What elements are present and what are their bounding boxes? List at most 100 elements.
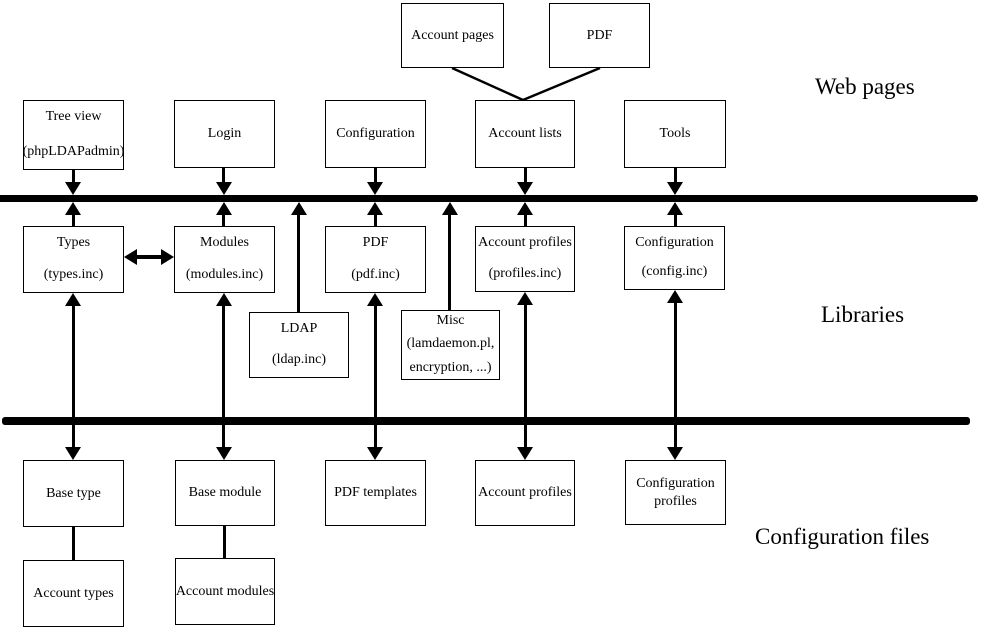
arrowhead-right: [161, 249, 174, 265]
box-account-modules: Account modules: [175, 558, 275, 625]
section-label-configuration-files: Configuration files: [755, 524, 930, 549]
connector-line: [72, 170, 75, 183]
box-label: Types: [56, 235, 91, 250]
box-account-pages: Account pages: [401, 3, 504, 68]
arrowhead-up: [291, 202, 307, 215]
box-label: Configuration: [635, 235, 714, 250]
arrowhead-down: [667, 447, 683, 460]
connector-line: [222, 168, 225, 183]
connector-line: [374, 168, 377, 183]
arrowhead-down: [517, 447, 533, 460]
box-account-lists: Account lists: [475, 100, 575, 168]
connector-line: [524, 168, 527, 183]
box-sublabel: (phpLDAPadmin): [22, 143, 125, 159]
connector-line: [134, 255, 164, 259]
connector-line: [222, 425, 225, 448]
connector-line: [374, 304, 377, 417]
box-pdf-page: PDF: [549, 3, 650, 68]
connector-line: [674, 168, 677, 183]
connector-line: [674, 213, 677, 226]
box-label: Account lists: [488, 126, 562, 142]
box-types-lib: Types (types.inc): [23, 226, 124, 293]
arrowhead-down: [65, 182, 81, 195]
arrowhead-down: [216, 182, 232, 195]
box-sublabel: (types.inc): [43, 266, 104, 282]
bus-web-libraries: [0, 195, 978, 202]
connector-line: [222, 304, 225, 417]
box-label: PDF templates: [334, 485, 417, 501]
box-configuration-lib: Configuration (config.inc): [624, 226, 725, 290]
arrowhead-up: [65, 202, 81, 215]
box-sublabel: encryption, ...): [409, 359, 492, 375]
section-label-web-pages: Web pages: [815, 74, 915, 99]
box-login: Login: [174, 100, 275, 168]
connector-line: [374, 425, 377, 448]
connector-line: [674, 425, 677, 448]
arrowhead-up: [667, 202, 683, 215]
box-label: Account pages: [411, 27, 494, 43]
box-tools: Tools: [624, 100, 726, 168]
arrowhead-down: [65, 447, 81, 460]
box-account-types: Account types: [23, 560, 124, 627]
line-accountpages-accountlists: [451, 66, 524, 102]
box-label: PDF: [362, 235, 389, 250]
box-sublabel: profiles: [654, 493, 697, 509]
box-tree-view: Tree view (phpLDAPadmin): [23, 100, 124, 170]
arrowhead-up: [517, 202, 533, 215]
box-label: Modules: [200, 235, 249, 250]
line-pdf-accountlists: [522, 66, 601, 102]
arrowhead-down: [216, 447, 232, 460]
box-label: Account profiles: [478, 235, 572, 250]
connector-line: [72, 304, 75, 417]
box-label: Configuration: [636, 476, 715, 491]
box-label: PDF: [586, 27, 613, 43]
arrowhead-down: [517, 182, 533, 195]
box-label: Tools: [659, 126, 691, 142]
bus-libraries-config: [2, 417, 970, 425]
arrowhead-down: [667, 182, 683, 195]
box-sublabel: (pdf.inc): [351, 266, 400, 282]
box-sublabel: (profiles.inc): [488, 265, 562, 281]
arrowhead-up: [667, 290, 683, 303]
arrowhead-up: [442, 202, 458, 215]
box-pdf-lib: PDF (pdf.inc): [325, 226, 426, 293]
box-label: Account profiles: [478, 485, 572, 501]
box-label: Login: [207, 126, 242, 142]
arrowhead-left: [124, 249, 137, 265]
box-account-profiles-files: Account profiles: [475, 460, 575, 526]
box-sublabel: (modules.inc): [185, 266, 264, 282]
connector-line: [524, 425, 527, 448]
connector-line: [674, 301, 677, 417]
box-configuration-profiles: Configuration profiles: [625, 460, 726, 525]
box-label: Base module: [188, 485, 262, 501]
arrowhead-down: [367, 447, 383, 460]
box-base-type: Base type: [23, 460, 124, 527]
connector-line: [297, 213, 300, 312]
arrowhead-down: [367, 182, 383, 195]
connector-line: [524, 303, 527, 417]
connector-line: [448, 213, 451, 310]
connector-line: [72, 213, 75, 226]
arrowhead-up: [367, 293, 383, 306]
box-account-profiles-lib: Account profiles (profiles.inc): [475, 226, 575, 292]
box-sublabel: (config.inc): [641, 263, 708, 279]
box-label: Base type: [46, 485, 101, 501]
box-label: Account modules: [175, 583, 275, 599]
box-pdf-templates: PDF templates: [325, 460, 426, 526]
box-configuration-page: Configuration: [325, 100, 426, 168]
arrowhead-up: [517, 292, 533, 305]
connector-line: [222, 213, 225, 226]
box-sublabel: (ldap.inc): [271, 351, 327, 367]
box-label: Account types: [33, 585, 114, 601]
box-label: Configuration: [336, 126, 415, 142]
box-ldap-lib: LDAP (ldap.inc): [249, 312, 349, 378]
connector-line: [72, 425, 75, 448]
link-basemodule-accountmodules: [223, 526, 226, 558]
box-base-module: Base module: [175, 460, 275, 526]
arrowhead-up: [65, 293, 81, 306]
arrowhead-up: [216, 202, 232, 215]
link-basetype-accounttypes: [72, 527, 75, 560]
box-misc-lib: Misc (lamdaemon.pl, encryption, ...): [401, 310, 500, 380]
box-label: Tree view: [45, 109, 102, 124]
